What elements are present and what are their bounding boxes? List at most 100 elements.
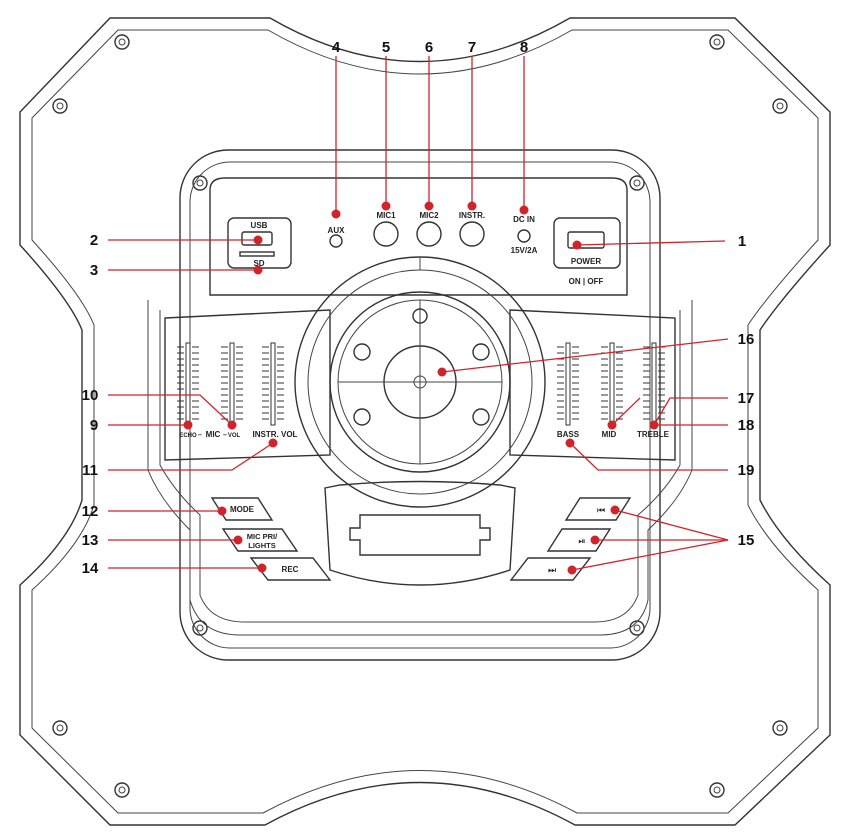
frame-screws bbox=[52, 34, 788, 798]
previous-button[interactable]: ⏮ bbox=[564, 497, 632, 521]
instr-vol-label: INSTR. VOL bbox=[253, 430, 298, 439]
mic-label: MIC bbox=[206, 430, 221, 439]
on-off-label: ON | OFF bbox=[569, 277, 604, 286]
dash-2: – bbox=[223, 432, 227, 439]
callout-dot bbox=[467, 201, 477, 211]
callout-number-15: 15 bbox=[738, 532, 755, 549]
power-switch[interactable] bbox=[567, 231, 605, 249]
screw-icon bbox=[709, 782, 725, 798]
callout-number-6: 6 bbox=[425, 39, 433, 56]
callout-dot bbox=[567, 565, 577, 575]
center-speaker bbox=[294, 256, 546, 508]
next-button[interactable]: ⏭ bbox=[509, 557, 592, 581]
screw-icon bbox=[772, 720, 788, 736]
callout-dot bbox=[183, 420, 193, 430]
screw-icon bbox=[114, 34, 130, 50]
callout-dot bbox=[268, 438, 278, 448]
bass-label: BASS bbox=[557, 430, 580, 439]
callout-number-18: 18 bbox=[738, 417, 755, 434]
echo-label: ECHO bbox=[179, 433, 197, 439]
slider-labels: ECHO – MIC – VOL INSTR. VOL BASS MID TRE… bbox=[179, 430, 669, 439]
callout-number-11: 11 bbox=[82, 462, 98, 479]
callout-dot bbox=[590, 535, 600, 545]
aux-jack-group: AUX bbox=[328, 226, 346, 248]
callout-numbers: 4 5 6 7 8 2 3 10 9 11 12 13 14 1 16 17 1… bbox=[82, 39, 755, 577]
callout-number-3: 3 bbox=[90, 262, 98, 279]
callout-number-10: 10 bbox=[82, 387, 99, 404]
screw-icon bbox=[772, 98, 788, 114]
mid-slider[interactable] bbox=[601, 342, 623, 426]
power-label: POWER bbox=[571, 257, 601, 266]
light-disc-1 bbox=[412, 308, 428, 324]
callout-number-19: 19 bbox=[738, 462, 755, 479]
dc-rating-label: 15V/2A bbox=[511, 246, 538, 255]
instrument-jack[interactable] bbox=[459, 221, 485, 247]
treble-label: TREBLE bbox=[637, 430, 670, 439]
mic-pri-label: MIC PRI/ bbox=[247, 532, 278, 541]
callout-dot bbox=[572, 240, 582, 250]
screw-icon bbox=[114, 782, 130, 798]
callout-dot bbox=[217, 506, 227, 516]
play-pause-icon: ⏯ bbox=[578, 536, 585, 546]
callout-number-13: 13 bbox=[82, 532, 99, 549]
bass-slider[interactable] bbox=[557, 342, 579, 426]
instr-label: INSTR. bbox=[459, 211, 485, 220]
callout-dot bbox=[331, 209, 341, 219]
callout-number-12: 12 bbox=[82, 503, 99, 520]
callout-dot bbox=[233, 535, 243, 545]
callout-dot bbox=[253, 235, 263, 245]
dc-in-group: DC IN 15V/2A bbox=[511, 215, 538, 255]
callout-number-16: 16 bbox=[738, 331, 755, 348]
callout-dots bbox=[183, 201, 659, 575]
callout-number-7: 7 bbox=[468, 39, 476, 56]
instr-vol-slider[interactable] bbox=[262, 342, 284, 426]
dc-in-jack[interactable] bbox=[517, 229, 531, 243]
callout-number-17: 17 bbox=[738, 390, 755, 407]
light-disc-3 bbox=[472, 343, 490, 361]
dash-1: – bbox=[198, 432, 202, 439]
aux-label: AUX bbox=[328, 226, 346, 235]
callout-number-4: 4 bbox=[332, 39, 341, 56]
callout-dot bbox=[257, 563, 267, 573]
light-disc-5 bbox=[472, 408, 490, 426]
dc-in-label: DC IN bbox=[513, 215, 535, 224]
handle-area bbox=[324, 480, 516, 586]
screw-icon bbox=[709, 34, 725, 50]
callout-number-2: 2 bbox=[90, 232, 98, 249]
callout-number-5: 5 bbox=[382, 39, 390, 56]
callout-dot bbox=[607, 420, 617, 430]
previous-icon: ⏮ bbox=[597, 505, 605, 515]
mic2-jack[interactable] bbox=[416, 221, 442, 247]
play-pause-button[interactable]: ⏯ bbox=[546, 528, 612, 552]
usb-label: USB bbox=[251, 221, 268, 230]
callout-number-1: 1 bbox=[738, 233, 746, 250]
sd-card-slot[interactable] bbox=[239, 251, 275, 257]
callout-number-14: 14 bbox=[82, 560, 99, 577]
lights-label: LIGHTS bbox=[248, 541, 276, 550]
callout-dot bbox=[437, 367, 447, 377]
rec-button[interactable]: REC bbox=[249, 557, 332, 581]
right-buttons: ⏮ ⏯ ⏭ bbox=[509, 497, 632, 581]
callout-dot bbox=[565, 438, 575, 448]
power-switch-group: POWER ON | OFF bbox=[553, 217, 621, 286]
light-disc-4 bbox=[353, 408, 371, 426]
mic-jacks-group: MIC1 MIC2 INSTR. bbox=[373, 211, 485, 247]
callout-dot bbox=[381, 201, 391, 211]
mic-vol-slider[interactable] bbox=[221, 342, 243, 426]
mode-label: MODE bbox=[230, 505, 255, 514]
callout-leaders bbox=[108, 56, 729, 571]
mid-label: MID bbox=[602, 430, 617, 439]
mic-pri-lights-button[interactable]: MIC PRI/ LIGHTS bbox=[221, 528, 299, 552]
callout-dot bbox=[424, 201, 434, 211]
rec-label: REC bbox=[282, 565, 299, 574]
callout-number-8: 8 bbox=[520, 39, 528, 56]
callout-dot bbox=[227, 420, 237, 430]
usb-port[interactable] bbox=[241, 231, 273, 246]
mic1-jack[interactable] bbox=[373, 221, 399, 247]
callout-dot bbox=[610, 505, 620, 515]
callout-dot bbox=[519, 205, 529, 215]
screw-icon bbox=[629, 175, 645, 191]
aux-jack[interactable] bbox=[329, 234, 343, 248]
